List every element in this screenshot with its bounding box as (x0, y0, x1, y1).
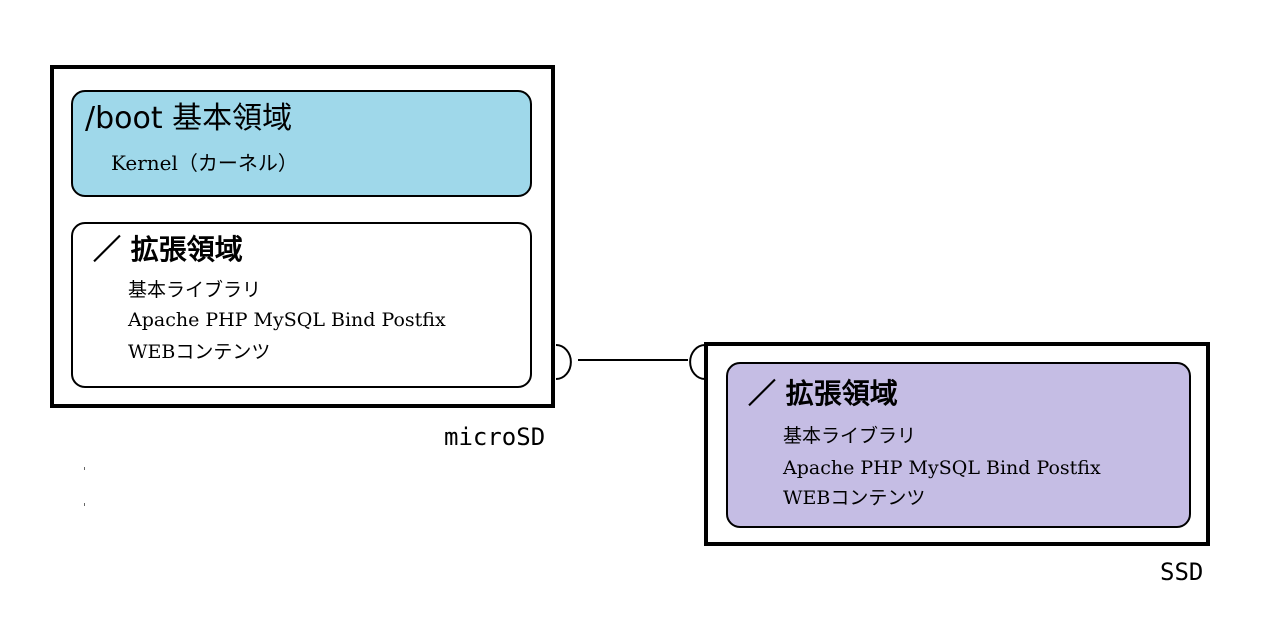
connector-link (555, 344, 706, 380)
microsd-root-line-web: WEBコンテンツ (128, 341, 271, 363)
ssd-root-line-web: WEBコンテンツ (783, 487, 926, 509)
ssd-root-line-libraries: 基本ライブラリ (783, 425, 917, 447)
ssd-connector-bracket (689, 344, 706, 380)
microsd-root-partition: ／ 拡張領域 基本ライブラリ Apache PHP MySQL Bind Pos… (71, 222, 532, 388)
microsd-root-line-software: Apache PHP MySQL Bind Postfix (128, 309, 446, 331)
ssd-root-partition-title: ／ 拡張領域 (748, 377, 898, 410)
microsd-label: microSD (444, 423, 546, 451)
ssd-device: ／ 拡張領域 基本ライブラリ Apache PHP MySQL Bind Pos… (704, 342, 1210, 546)
stray-mark (84, 503, 85, 506)
boot-partition-line: Kernel（カーネル） (111, 151, 298, 175)
microsd-device: /boot 基本領域 Kernel（カーネル） ／ 拡張領域 基本ライブラリ A… (50, 65, 555, 408)
ssd-root-partition: ／ 拡張領域 基本ライブラリ Apache PHP MySQL Bind Pos… (726, 362, 1191, 528)
stray-mark (84, 467, 85, 470)
microsd-root-line-libraries: 基本ライブラリ (128, 279, 262, 301)
ssd-root-line-software: Apache PHP MySQL Bind Postfix (783, 457, 1101, 479)
microsd-connector-bracket (555, 344, 572, 380)
microsd-root-partition-title: ／ 拡張領域 (93, 233, 243, 266)
boot-partition-title: /boot 基本領域 (85, 101, 293, 136)
boot-partition: /boot 基本領域 Kernel（カーネル） (71, 90, 532, 197)
ssd-label: SSD (1160, 558, 1204, 586)
